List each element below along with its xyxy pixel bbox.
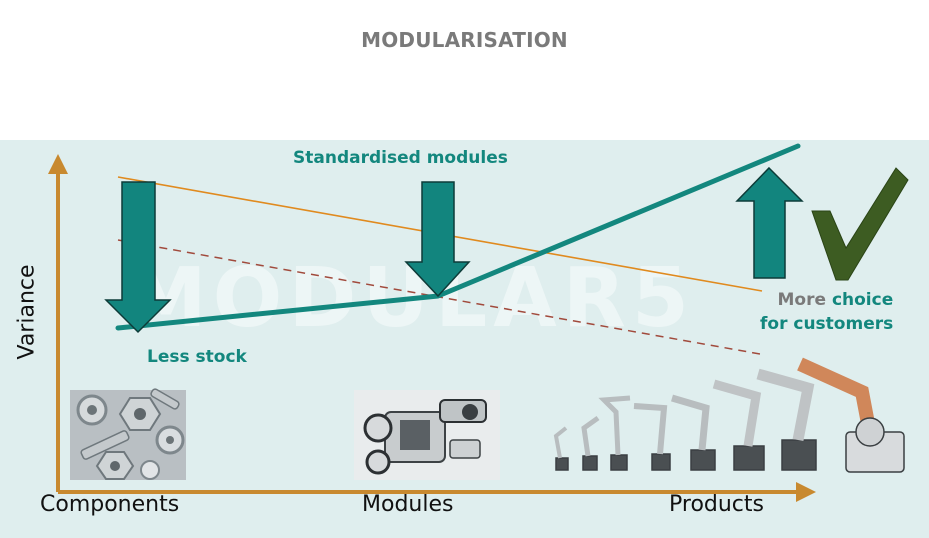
more-word: More — [777, 290, 827, 310]
products-photo — [553, 357, 905, 473]
up-arrow-icon — [735, 166, 804, 279]
page-title: MODULARISATION — [361, 28, 568, 52]
modules-photo — [354, 390, 500, 480]
components-photo — [70, 388, 186, 480]
for-customers-word: for customers — [760, 314, 894, 334]
x-label-products: Products — [669, 492, 764, 517]
down-arrow-icon — [104, 181, 172, 334]
more-choice-label: More choice for customers — [760, 288, 893, 336]
less-stock-label: Less stock — [147, 347, 247, 367]
y-axis — [48, 154, 68, 492]
down-arrow-icon — [404, 181, 471, 298]
y-axis-label: Variance — [14, 264, 40, 360]
check-mark-icon — [811, 167, 909, 281]
x-axis — [58, 482, 816, 502]
standardised-modules-label: Standardised modules — [293, 148, 508, 168]
x-label-components: Components — [40, 492, 180, 517]
x-label-modules: Modules — [362, 492, 454, 517]
choice-word: choice — [831, 290, 894, 310]
